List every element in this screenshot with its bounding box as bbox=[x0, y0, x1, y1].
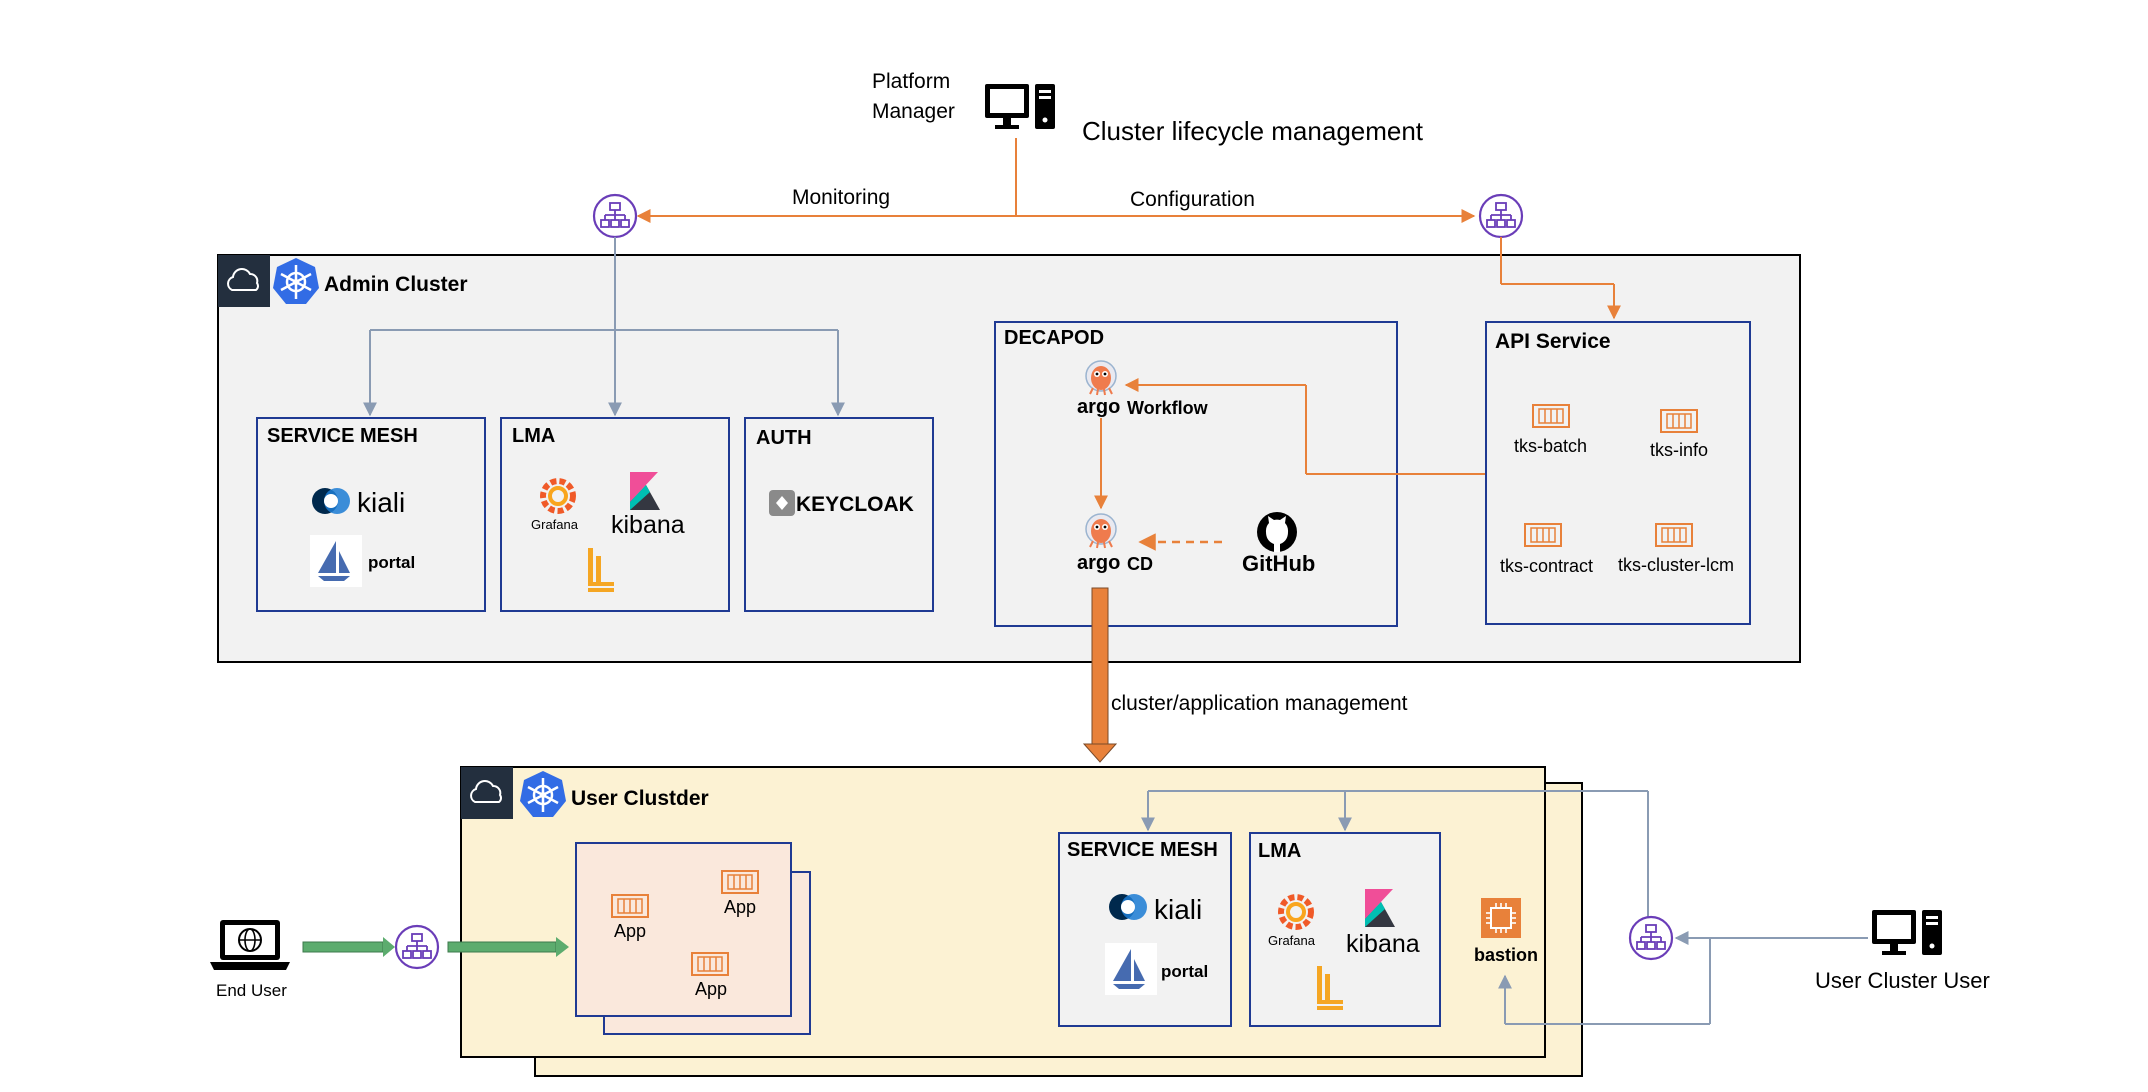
app-label: App bbox=[614, 921, 646, 941]
load-balancer-icon bbox=[1628, 915, 1674, 961]
container-icon bbox=[1532, 404, 1570, 428]
chip-icon bbox=[1480, 897, 1522, 939]
container-icon bbox=[691, 952, 729, 976]
api-service-box bbox=[1485, 321, 1751, 625]
user-kibana-label: kibana bbox=[1346, 930, 1420, 958]
user-service-mesh-title: SERVICE MESH bbox=[1067, 839, 1218, 861]
user-cluster-user-label: User Cluster User bbox=[1815, 968, 1990, 993]
end-user-label: End User bbox=[216, 981, 287, 1000]
container-icon bbox=[721, 870, 759, 894]
user-portal-label: portal bbox=[1161, 962, 1208, 981]
api-service-item: tks-batch bbox=[1514, 436, 1587, 456]
api-service-title: API Service bbox=[1495, 330, 1611, 353]
api-service-item: tks-info bbox=[1650, 440, 1708, 460]
diagram-title: Cluster lifecycle management bbox=[1082, 116, 1424, 146]
user-cluster-label: User Clustder bbox=[571, 787, 709, 810]
kiali-icon bbox=[312, 488, 350, 514]
user-cluster-user-desktop-icon bbox=[1872, 910, 1942, 955]
cloud-icon bbox=[460, 766, 514, 820]
admin-lma-title: LMA bbox=[512, 425, 555, 447]
admin-kibana-label: kibana bbox=[611, 511, 685, 539]
user-grafana-label: Grafana bbox=[1268, 933, 1316, 948]
bastion-label: bastion bbox=[1474, 945, 1538, 965]
argo-workflow-label: Workflow bbox=[1127, 398, 1209, 418]
api-service-item: tks-cluster-lcm bbox=[1618, 555, 1734, 575]
load-balancer-icon bbox=[394, 924, 440, 970]
decapod-title: DECAPOD bbox=[1004, 327, 1104, 349]
load-balancer-icon bbox=[1478, 193, 1524, 239]
laptop-globe-icon bbox=[210, 920, 290, 970]
admin-portal-label: portal bbox=[368, 553, 415, 572]
app-label: App bbox=[724, 897, 756, 917]
istio-sail-icon bbox=[1105, 943, 1157, 995]
platform-manager-desktop-icon bbox=[985, 84, 1055, 129]
istio-sail-icon bbox=[310, 535, 362, 587]
admin-kiali-label: kiali bbox=[357, 487, 405, 518]
admin-service-mesh-title: SERVICE MESH bbox=[267, 425, 418, 447]
admin-service-mesh-box bbox=[256, 417, 486, 612]
admin-grafana-label: Grafana bbox=[531, 517, 579, 532]
admin-cluster-label: Admin Cluster bbox=[324, 273, 468, 296]
container-icon bbox=[611, 894, 649, 918]
platform-manager-label: Platform bbox=[872, 70, 950, 93]
keycloak-label: KEYCLOAK bbox=[796, 493, 914, 516]
app-group-box bbox=[575, 842, 792, 1017]
load-balancer-icon bbox=[592, 193, 638, 239]
container-icon bbox=[1655, 523, 1693, 547]
monitoring-label: Monitoring bbox=[792, 186, 890, 209]
container-icon bbox=[1524, 523, 1562, 547]
user-service-mesh-box bbox=[1058, 832, 1232, 1027]
argo-cd-brand: argo bbox=[1077, 552, 1120, 574]
api-service-item: tks-contract bbox=[1500, 556, 1593, 576]
kiali-icon bbox=[1109, 894, 1147, 920]
container-icon bbox=[1660, 409, 1698, 433]
argo-workflow-brand: argo bbox=[1077, 396, 1120, 418]
cluster-management-arrow bbox=[1082, 587, 1118, 763]
argo-cd-label: CD bbox=[1127, 554, 1153, 574]
user-kiali-label: kiali bbox=[1154, 894, 1202, 925]
admin-lma-box bbox=[500, 417, 730, 612]
keycloak-icon bbox=[769, 490, 795, 516]
auth-box bbox=[744, 417, 934, 612]
github-icon bbox=[1257, 512, 1297, 552]
configuration-label: Configuration bbox=[1130, 188, 1255, 211]
auth-title: AUTH bbox=[756, 427, 812, 449]
platform-manager-label-2: Manager bbox=[872, 100, 955, 123]
user-lma-title: LMA bbox=[1258, 840, 1301, 862]
github-label: GitHub bbox=[1242, 551, 1315, 576]
cloud-icon bbox=[217, 254, 271, 308]
user-lma-box bbox=[1249, 832, 1441, 1027]
cluster-application-management-label: cluster/application management bbox=[1111, 692, 1408, 715]
app-label: App bbox=[695, 979, 727, 999]
